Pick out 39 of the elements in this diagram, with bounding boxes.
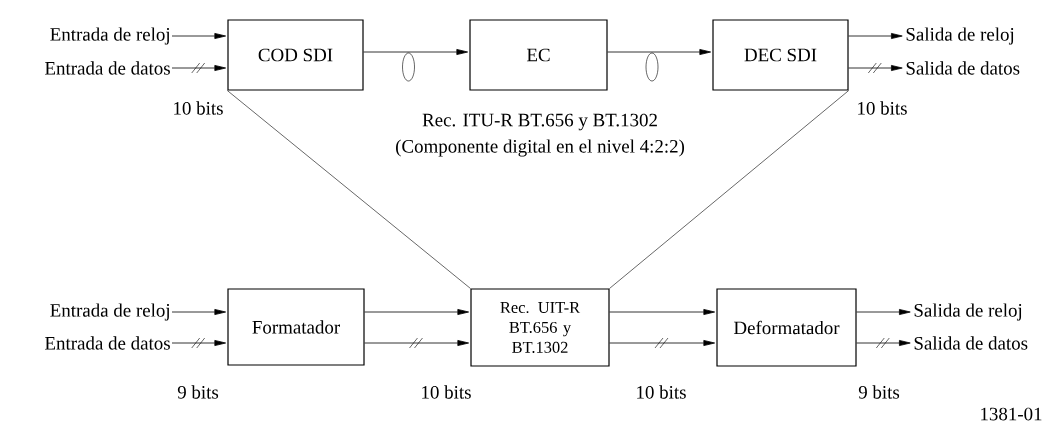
output-label: Salida de datos	[906, 61, 1020, 75]
arrow	[364, 309, 470, 315]
output-label: Salida de reloj	[914, 303, 1022, 321]
arrow	[856, 340, 911, 346]
arrow	[848, 65, 903, 71]
annotation: 10 bits	[637, 385, 686, 399]
arrow	[364, 340, 470, 346]
block-box: EC	[469, 19, 608, 91]
arrow	[609, 309, 716, 315]
arrow	[607, 49, 712, 55]
annotation: 10 bits	[174, 101, 223, 115]
block-box: Formatador	[227, 288, 365, 366]
arrow	[171, 33, 227, 39]
arrow	[171, 309, 227, 315]
block-box: DEC SDI	[712, 19, 849, 91]
annotation: 9 bits	[177, 385, 219, 399]
input-label: Entrada de reloj	[50, 27, 169, 45]
arrow	[171, 340, 227, 346]
arrow	[609, 340, 716, 346]
arrow	[171, 65, 227, 71]
input-label: Entrada de reloj	[50, 303, 169, 321]
annotation: 9 bits	[858, 385, 900, 399]
annotation: 1381-01	[981, 407, 1042, 421]
annotation: 10 bits	[858, 101, 907, 115]
input-label: Entrada de datos	[45, 336, 170, 350]
output-label: Salida de reloj	[906, 27, 1014, 45]
output-label: Salida de datos	[914, 336, 1028, 350]
annotation: (Componente digital en el nivel 4:2:2)	[396, 139, 685, 157]
input-label: Entrada de datos	[45, 61, 170, 75]
arrow	[363, 49, 469, 55]
arrow	[848, 33, 903, 39]
block-box: Deformatador	[716, 288, 857, 367]
connector-line	[609, 90, 849, 289]
block-box: COD SDI	[227, 19, 364, 91]
annotation: 10 bits	[422, 385, 471, 399]
arrow	[856, 309, 911, 315]
annotation: Rec. ITU-R BT.656 y BT.1302	[422, 113, 657, 131]
block-box: Rec. UIT-R BT.656 y BT.1302	[470, 288, 610, 367]
connector-line	[227, 90, 471, 289]
